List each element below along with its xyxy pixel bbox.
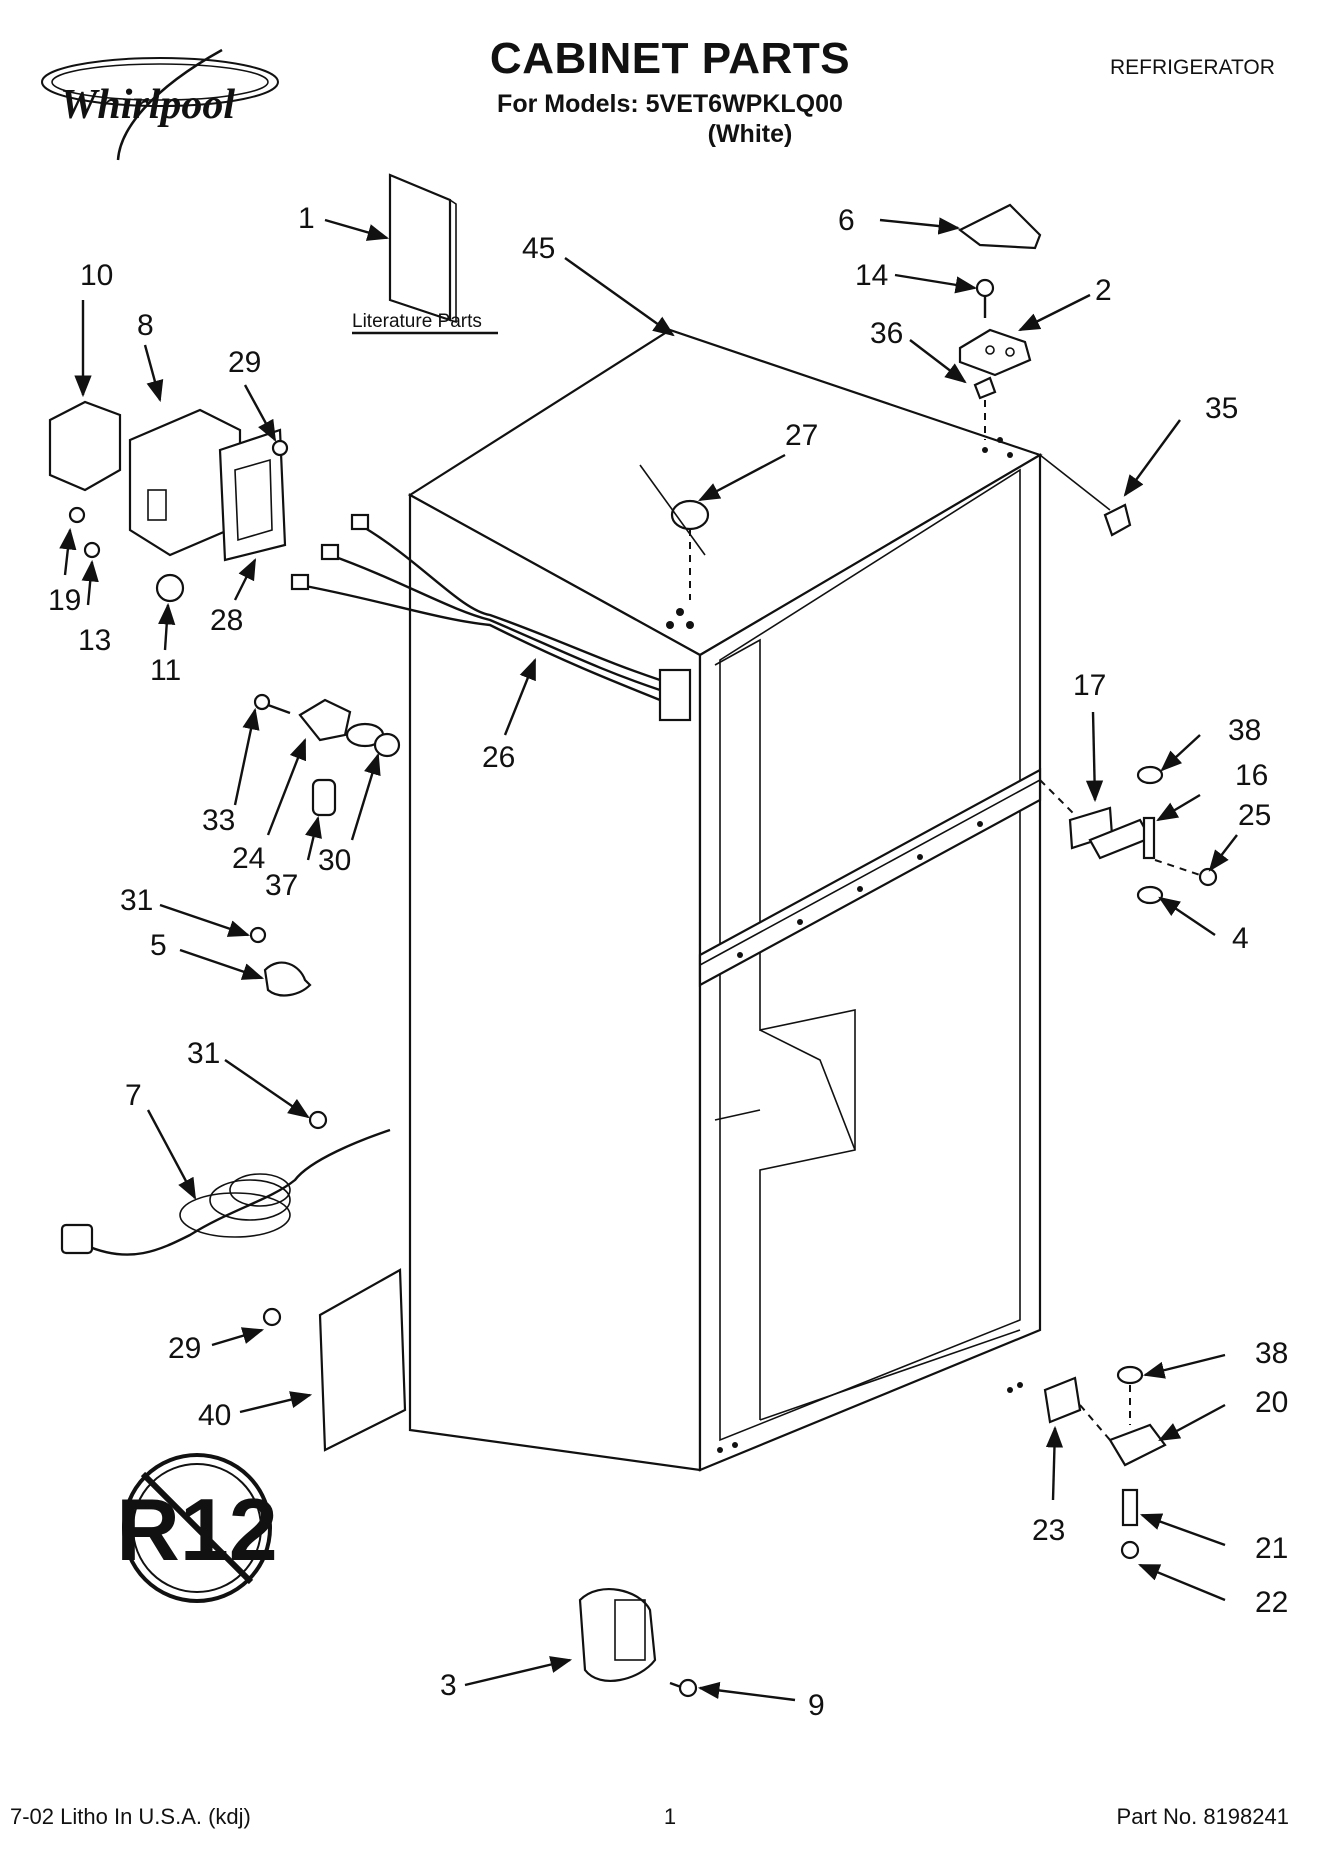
callout-31a: 31	[120, 884, 153, 917]
cabinet-shell	[407, 328, 1043, 1472]
callout-22: 22	[1255, 1586, 1288, 1619]
literature-booklet: Literature Parts	[352, 173, 498, 335]
callout-5: 5	[150, 929, 167, 962]
callout-4: 4	[1232, 922, 1249, 955]
panel-screw	[262, 1307, 282, 1327]
callout-38: 38	[1228, 714, 1261, 747]
callout-19: 19	[48, 584, 81, 617]
callout-21: 21	[1255, 1532, 1288, 1565]
callout-8: 8	[137, 309, 154, 342]
part-number: Part No. 8198241	[1116, 1804, 1289, 1829]
callout-33: 33	[202, 804, 235, 837]
callout-29b: 29	[168, 1332, 201, 1365]
callout-25: 25	[1238, 799, 1271, 832]
top-hinge-assembly	[958, 278, 1032, 440]
page-title: CABINET PARTS	[489, 34, 851, 83]
callout-28: 28	[210, 604, 243, 637]
callout-labels: 1 45 6 14 2 36 35 27 10 8 29 19 13 11 28…	[48, 202, 1288, 1722]
callout-14: 14	[855, 259, 888, 292]
hinge-cover	[957, 203, 1042, 250]
callout-13: 13	[78, 624, 111, 657]
wire-harness	[290, 513, 692, 722]
callout-45: 45	[522, 232, 555, 265]
callout-11: 11	[150, 654, 181, 687]
callout-29: 29	[228, 346, 261, 379]
hinge-plug	[1103, 503, 1132, 537]
callout-20: 20	[1255, 1386, 1288, 1419]
callout-7: 7	[125, 1079, 142, 1112]
literature-caption: Literature Parts	[352, 311, 482, 332]
callout-3: 3	[440, 1669, 457, 1702]
brand-wordmark: Whirlpool	[60, 82, 235, 128]
whirlpool-logo: Whirlpool	[41, 48, 279, 161]
center-hinge-assembly	[1039, 765, 1218, 905]
callout-1: 1	[298, 202, 315, 235]
callout-35: 35	[1205, 392, 1238, 425]
callout-27: 27	[785, 419, 818, 452]
callout-17: 17	[1073, 669, 1106, 702]
callout-30: 30	[318, 844, 351, 877]
power-cord	[60, 1110, 391, 1256]
callout-40: 40	[198, 1399, 231, 1432]
callout-26: 26	[482, 741, 515, 774]
bottom-hinge-assembly	[1043, 1365, 1167, 1560]
callout-23: 23	[1032, 1514, 1065, 1547]
callout-leaders	[59, 217, 1238, 1702]
callout-36: 36	[870, 317, 903, 350]
callout-16: 16	[1235, 759, 1268, 792]
callout-38b: 38	[1255, 1337, 1288, 1370]
clamp-screw	[249, 926, 267, 944]
callout-31b: 31	[187, 1037, 220, 1070]
models-line: For Models: 5VET6WPKLQ00	[497, 90, 843, 118]
electrical-components	[48, 400, 289, 603]
drain-fitting-parts	[253, 693, 401, 817]
callout-37: 37	[265, 869, 298, 902]
callout-10: 10	[80, 259, 113, 292]
callout-9: 9	[808, 1689, 825, 1722]
access-panel	[318, 1268, 407, 1452]
callout-6: 6	[838, 204, 855, 237]
callout-24: 24	[232, 842, 265, 875]
callout-2: 2	[1095, 274, 1112, 307]
page-number: 1	[663, 1804, 677, 1829]
appliance-type: REFRIGERATOR	[1110, 56, 1275, 79]
litho-code: 7-02 Litho In U.S.A. (kdj)	[10, 1804, 251, 1829]
bottom-bracket	[578, 1588, 698, 1698]
color-line: (White)	[707, 120, 793, 148]
no-r12-badge: R12	[116, 1453, 278, 1603]
wire-clamp	[263, 961, 312, 997]
